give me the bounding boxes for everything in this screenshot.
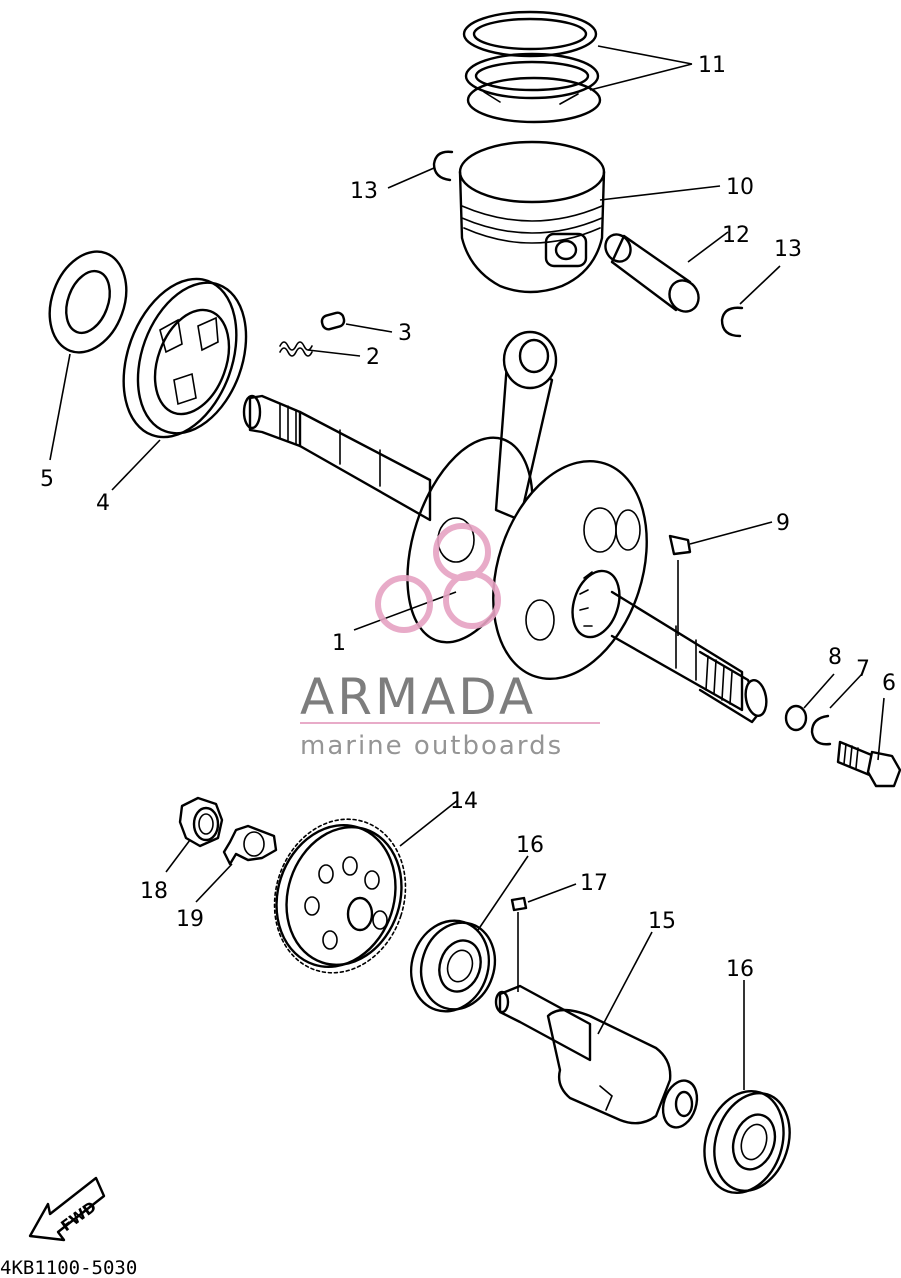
watermark-logo-mark <box>375 523 501 633</box>
nut <box>178 796 224 848</box>
diagram-code: 4KB1100-5030 <box>0 1257 137 1278</box>
callout-1: 1 <box>332 631 346 656</box>
circlip-right <box>720 306 744 338</box>
callout-9: 9 <box>776 511 790 536</box>
callout-15: 15 <box>648 909 676 934</box>
callout-18: 18 <box>140 879 168 904</box>
shaft-key <box>510 896 528 912</box>
circlip-small <box>810 714 832 746</box>
bearing-right <box>703 1089 791 1195</box>
plain-washer <box>784 704 808 732</box>
callout-4: 4 <box>96 491 110 516</box>
watermark-tagline: marine outboards <box>300 731 563 761</box>
callout-13-right: 13 <box>774 237 802 262</box>
watermark: ARMADA marine outboards <box>300 523 600 761</box>
callout-13-top: 13 <box>350 179 378 204</box>
callout-10: 10 <box>726 175 754 200</box>
lock-washer <box>222 824 278 866</box>
primary-drive-gear <box>273 818 407 974</box>
callout-17: 17 <box>580 871 608 896</box>
balancer-shaft <box>494 984 699 1129</box>
spring <box>279 341 313 357</box>
callout-16-left: 16 <box>516 833 544 858</box>
callout-7: 7 <box>856 657 870 682</box>
callout-6: 6 <box>882 671 896 696</box>
callout-11: 11 <box>698 53 726 78</box>
forward-arrow: FWD <box>28 1176 106 1242</box>
shim-washer <box>48 250 128 354</box>
callout-numbers: 11 10 13 12 13 3 2 5 4 9 1 8 7 6 14 16 1… <box>40 53 896 982</box>
callout-19: 19 <box>176 907 204 932</box>
pin <box>320 311 346 331</box>
circlip-left <box>432 150 454 182</box>
callout-8: 8 <box>828 645 842 670</box>
callout-16-right: 16 <box>726 957 754 982</box>
piston-pin <box>604 233 700 313</box>
leader-lines <box>49 45 885 1090</box>
callout-2: 2 <box>366 345 380 370</box>
callout-5: 5 <box>40 467 54 492</box>
bearing-left <box>409 919 497 1013</box>
piston-rings <box>462 10 602 124</box>
rotor-disc <box>122 277 248 439</box>
callout-3: 3 <box>398 321 412 346</box>
watermark-divider <box>300 722 600 724</box>
crankshaft-assembly <box>242 330 768 724</box>
watermark-name: ARMADA <box>300 668 536 726</box>
bolt <box>836 740 901 788</box>
woodruff-key <box>668 534 692 556</box>
piston <box>458 140 606 294</box>
callout-12: 12 <box>722 223 750 248</box>
callout-14: 14 <box>450 789 478 814</box>
